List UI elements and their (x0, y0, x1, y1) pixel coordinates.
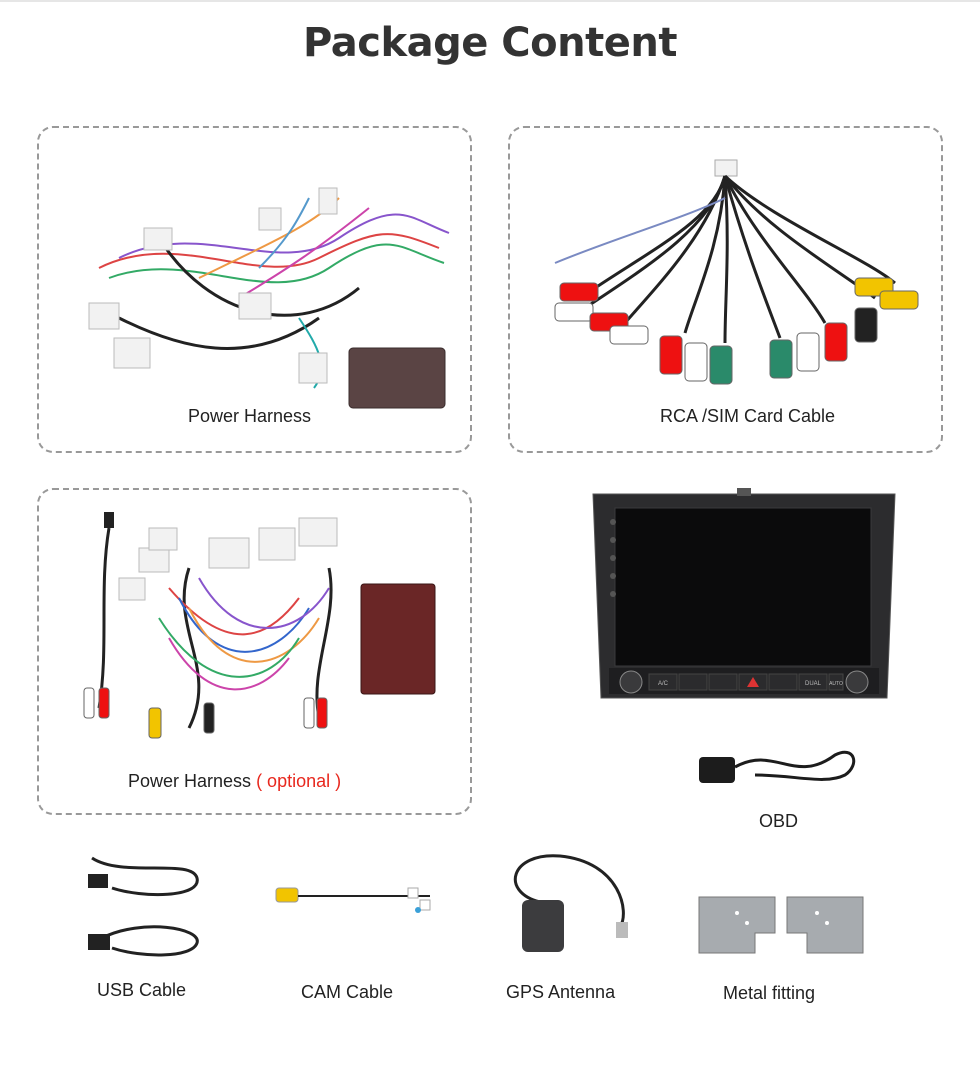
optional-note: ( optional ) (256, 771, 342, 791)
head-unit-button-auto: AUTO (829, 681, 843, 687)
power-harness-optional-image (83, 512, 436, 739)
metal-fitting-image (698, 896, 864, 954)
head-unit-button-dual: DUAL (805, 681, 822, 687)
gps-antenna-label: GPS Antenna (506, 982, 616, 1002)
rca-cable-image (554, 159, 919, 385)
metal-fitting-label: Metal fitting (723, 983, 816, 1003)
head-unit-button-ac: A/C (658, 681, 669, 687)
head-unit-image: A/C DUAL AUTO (592, 488, 896, 699)
cam-cable-label: CAM Cable (301, 982, 394, 1002)
rca-sim-label: RCA /SIM Card Cable (660, 406, 836, 426)
card-rca-sim: RCA /SIM Card Cable (508, 126, 943, 453)
card-power-harness: Power Harness (37, 126, 472, 453)
power-harness-optional-text: Power Harness (128, 771, 252, 791)
card-power-harness-optional: Power Harness ( optional ) (37, 488, 472, 815)
power-harness-optional-label: Power Harness ( optional ) (128, 771, 341, 792)
cam-cable-image (275, 887, 431, 913)
obd-cable-image (699, 751, 856, 783)
gps-antenna-image (513, 854, 628, 952)
obd-label: OBD (759, 811, 799, 831)
usb-cable-label: USB Cable (97, 980, 187, 1000)
power-harness-label: Power Harness (188, 406, 312, 426)
top-divider (0, 0, 980, 2)
usb-cable-image (88, 856, 199, 957)
power-harness-image (88, 187, 450, 409)
page-title: Package Content (303, 20, 677, 66)
